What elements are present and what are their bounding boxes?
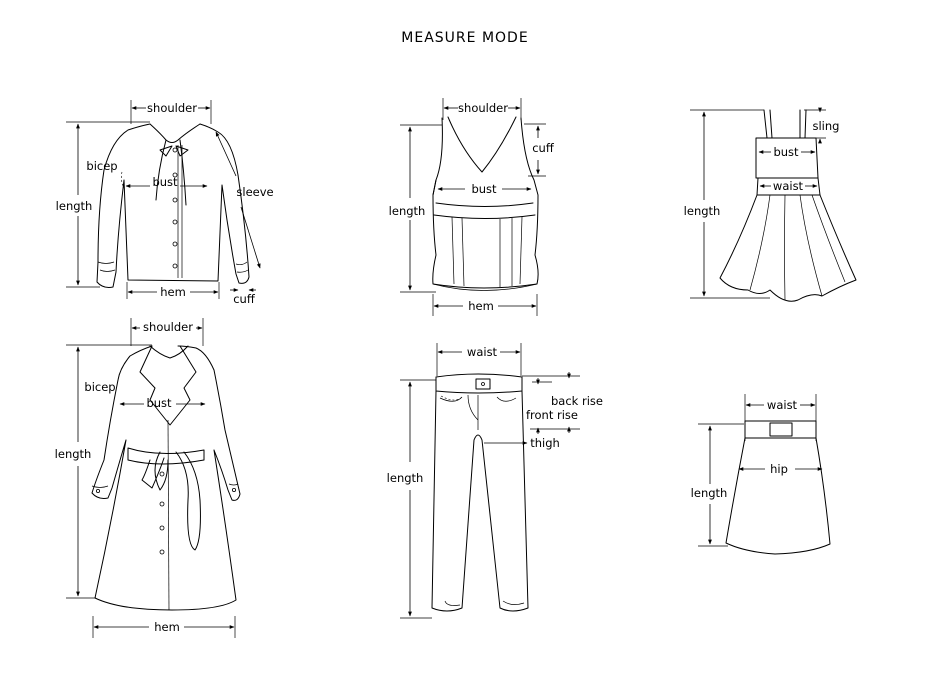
tank-top-dimensions: shoulder cuff bust length hem xyxy=(389,98,555,316)
sling-dress-drawing xyxy=(719,109,857,302)
sling-dress-dimensions: sling bust waist length xyxy=(684,107,840,299)
trousers-back-rise-label: back rise xyxy=(551,394,603,408)
skirt-hip-label: hip xyxy=(770,462,788,476)
tank-length-label: length xyxy=(389,204,426,218)
trench-coat-figure: shoulder length bicep bust hem xyxy=(55,318,241,638)
blouse-drawing xyxy=(96,123,250,288)
tank-cuff-label: cuff xyxy=(532,141,555,155)
coat-hem-label: hem xyxy=(154,620,180,634)
trench-coat-dimensions: shoulder length bicep bust hem xyxy=(55,318,236,638)
trousers-front-rise-label: front rise xyxy=(526,408,578,422)
dress-length-label: length xyxy=(684,204,721,218)
blouse-cuff-label: cuff xyxy=(233,292,256,306)
blouse-bust-label: bust xyxy=(152,175,178,189)
blouse-bicep-label: bicep xyxy=(86,159,117,173)
trousers-waist-label: waist xyxy=(467,345,498,359)
tank-shoulder-label: shoulder xyxy=(458,101,508,115)
coat-shoulder-label: shoulder xyxy=(143,320,193,334)
trousers-dimensions: waist back rise front rise thigh length xyxy=(387,343,603,619)
coat-bicep-label: bicep xyxy=(84,380,115,394)
skirt-drawing xyxy=(725,420,831,555)
coat-bust-label: bust xyxy=(146,396,172,410)
skirt-figure: waist hip length xyxy=(691,394,831,555)
sling-dress-figure: sling bust waist length xyxy=(684,107,857,302)
skirt-length-label: length xyxy=(691,486,728,500)
skirt-dimensions: waist hip length xyxy=(691,394,823,547)
trousers-figure: waist back rise front rise thigh length xyxy=(387,343,603,619)
tank-top-drawing xyxy=(432,116,539,291)
blouse-dimensions: shoulder length bicep bust sleeve hem cu… xyxy=(56,100,274,306)
dress-bust-label: bust xyxy=(773,145,799,159)
coat-length-label: length xyxy=(55,447,92,461)
tank-top-figure: shoulder cuff bust length hem xyxy=(389,98,555,316)
tank-hem-label: hem xyxy=(468,299,494,313)
blouse-sleeve-label: sleeve xyxy=(236,185,273,199)
blouse-shoulder-label: shoulder xyxy=(147,101,197,115)
blouse-length-label: length xyxy=(56,199,93,213)
blouse-hem-label: hem xyxy=(160,285,186,299)
trousers-drawing xyxy=(431,373,529,612)
dress-waist-label: waist xyxy=(773,179,804,193)
skirt-waist-label: waist xyxy=(767,398,798,412)
tank-bust-label: bust xyxy=(471,182,497,196)
trousers-thigh-label: thigh xyxy=(530,436,560,450)
trousers-length-label: length xyxy=(387,471,424,485)
trench-coat-drawing xyxy=(91,345,241,611)
page-title: MEASURE MODE xyxy=(401,30,529,46)
blouse-figure: shoulder length bicep bust sleeve hem cu… xyxy=(56,100,274,306)
dress-sling-label: sling xyxy=(813,119,840,133)
